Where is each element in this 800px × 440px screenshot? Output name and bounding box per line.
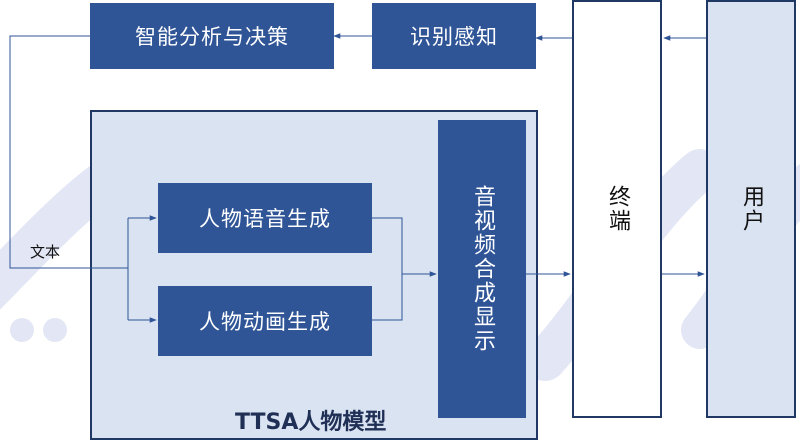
recognition-label: 识别感知 [410,25,498,49]
user-box: 用户 [706,0,796,418]
decision-label: 智能分析与决策 [135,25,289,49]
voice-generation-box: 人物语音生成 [158,183,372,253]
voice-generation-label: 人物语音生成 [199,207,331,231]
connector-lines [9,33,706,323]
text-input-label: 文本 [30,243,61,261]
terminal-box: 终端 [572,0,662,418]
recognition-box: 识别感知 [372,3,536,69]
animation-generation-label: 人物动画生成 [199,310,331,334]
user-label: 用户 [739,185,764,233]
av-display-label: 音视频合成显示 [470,185,495,353]
animation-generation-box: 人物动画生成 [158,286,372,356]
decision-box: 智能分析与决策 [90,3,334,69]
terminal-label: 终端 [605,185,630,233]
av-display-box: 音视频合成显示 [438,120,526,418]
